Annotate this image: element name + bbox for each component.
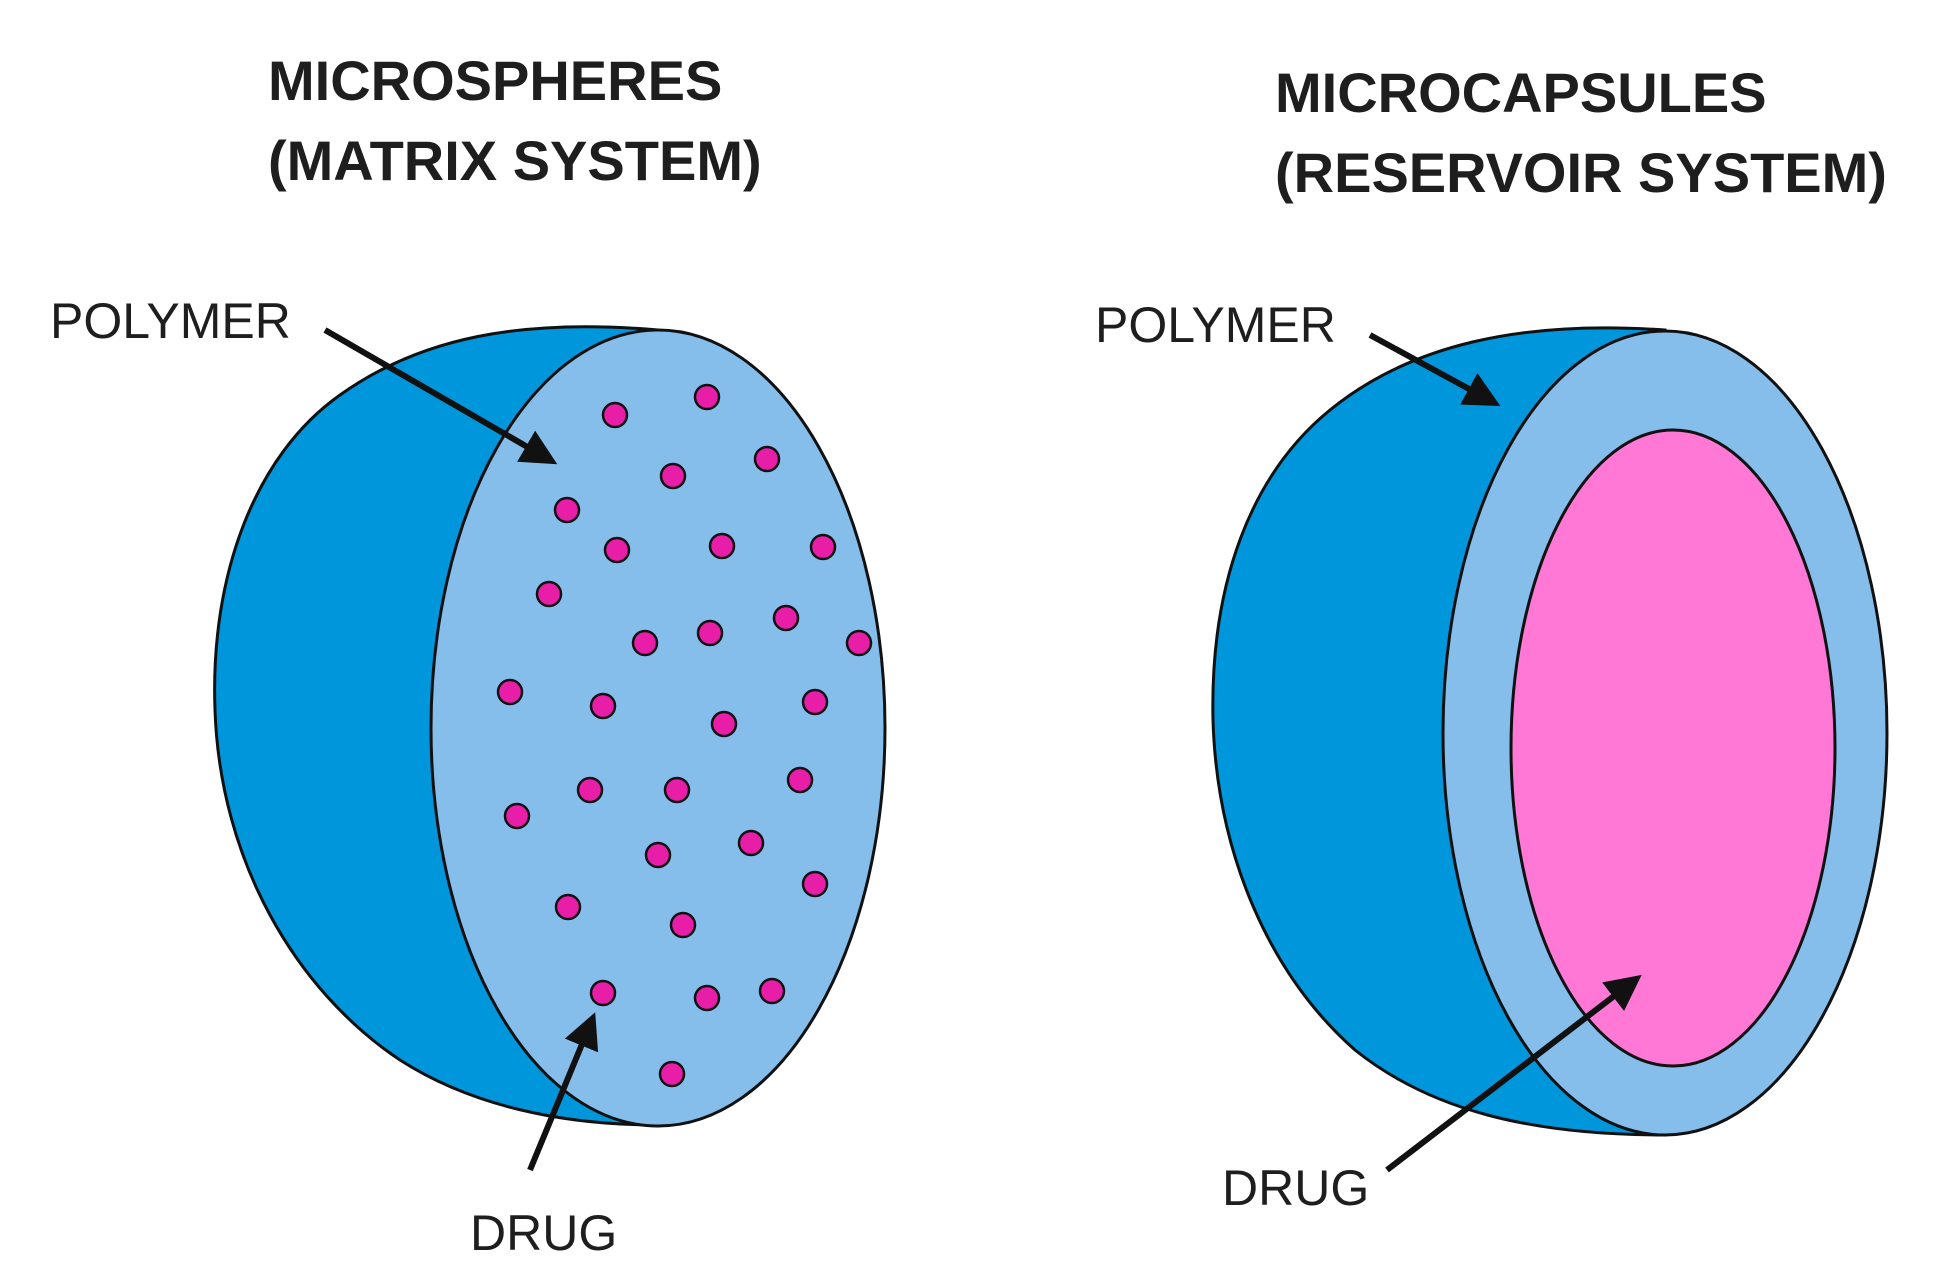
microspheres-title-line2: (MATRIX SYSTEM) [268,129,762,192]
microsphere-cross-section [429,328,887,1128]
microspheres-polymer-arrow [323,327,558,465]
microspheres-polymer-label: POLYMER [50,293,291,349]
drug-particle [786,766,814,794]
microcapsules-panel: MICROCAPSULES (RESERVOIR SYSTEM) POLYMER… [1095,61,1889,1216]
microcapsules-drug-label: DRUG [1222,1160,1369,1216]
drug-particles [496,383,873,1088]
microspheres-drug-label: DRUG [470,1205,617,1261]
drug-particle [693,984,721,1012]
drug-particle [845,629,873,657]
drug-particle [693,383,721,411]
drug-particle [669,911,697,939]
drug-particle [659,462,687,490]
drug-particle [601,401,629,429]
drug-particle [658,1060,686,1088]
drug-particle [663,776,691,804]
drug-particle [809,533,837,561]
drug-particle [553,496,581,524]
drug-particle [576,776,604,804]
drug-particle [737,829,765,857]
drug-particle [801,688,829,716]
drug-particle [644,841,672,869]
microspheres-panel: MICROSPHERES (MATRIX SYSTEM) POLYMER DRU… [50,49,887,1261]
drug-particle [710,710,738,738]
drug-particle [801,870,829,898]
drug-particle [696,619,724,647]
microcapsules-polymer-arrow [1368,332,1501,407]
microcapsule-hemisphere [1211,326,1889,1137]
microcapsule-drug-core [1509,428,1837,1068]
drug-particle [589,979,617,1007]
drug-particle [772,604,800,632]
microspheres-drug-arrow [527,1012,599,1172]
microcapsules-title-line2: (RESERVOIR SYSTEM) [1275,141,1887,204]
drug-particle [589,692,617,720]
microcapsules-polymer-label: POLYMER [1095,297,1336,353]
drug-particle [753,445,781,473]
drug-particle [603,536,631,564]
microcapsules-drug-arrow [1385,974,1642,1173]
microspheres-title-line1: MICROSPHERES [268,49,722,112]
drug-particle [535,580,563,608]
microsphere-hemisphere [213,325,887,1128]
drug-particle [554,893,582,921]
drug-particle [708,532,736,560]
drug-particle [496,678,524,706]
drug-particle [631,629,659,657]
drug-particle [758,977,786,1005]
drug-particle [503,802,531,830]
microcapsules-title-line1: MICROCAPSULES [1275,61,1767,124]
